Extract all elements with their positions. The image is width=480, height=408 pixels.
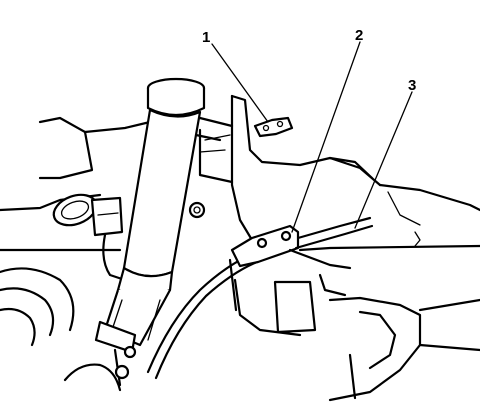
retaining-clip (253, 116, 294, 138)
wheel-arcs (0, 267, 122, 392)
mounting-bracket (230, 224, 300, 268)
callout-1: 1 (202, 29, 210, 46)
right-bracket-panel (230, 94, 480, 247)
bolt (188, 201, 206, 219)
callout-3: 3 (408, 77, 416, 94)
callout-leaders (211, 41, 413, 233)
shock-absorber (94, 77, 226, 387)
lower-frame (0, 244, 480, 402)
callout-2: 2 (355, 27, 363, 44)
cable-rod (288, 216, 374, 270)
electrical-connector (52, 193, 127, 282)
